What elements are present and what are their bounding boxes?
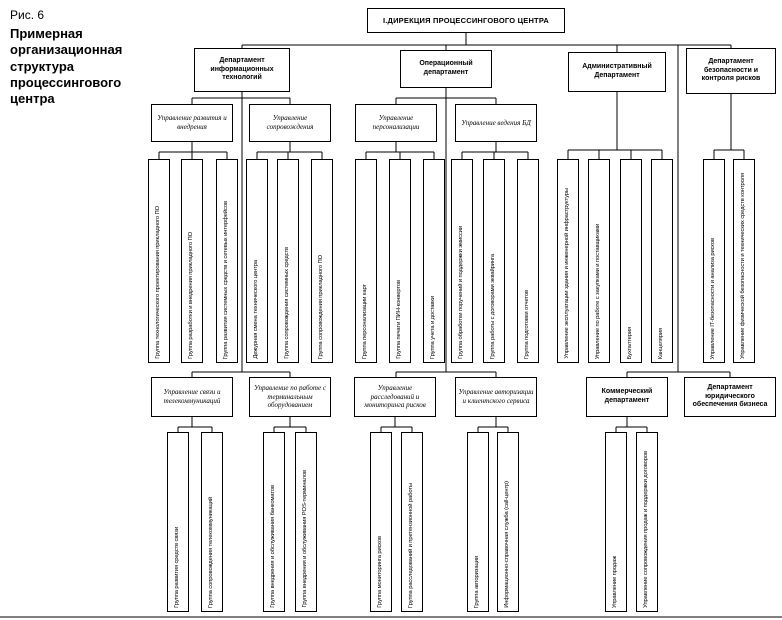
node-group-comm-dev-label: Группа развития средств связи (174, 527, 181, 608)
node-upr-it-security: Управление IT-безопасности и анализа рис… (703, 159, 725, 363)
node-group-app-support-label: Группа сопровождения прикладного ПО (318, 254, 325, 359)
node-group-pos: Группа внедрения и обслуживания POS-терм… (295, 432, 317, 612)
node-group-orders-emission-label: Группа обработки поручений и поддержки э… (458, 226, 465, 359)
node-upr-it-security-label: Управление IT-безопасности и анализа рис… (710, 237, 717, 359)
figure-title: Примерная организационная структура проц… (10, 26, 123, 106)
node-accounting-label: Бухгалтерия (627, 326, 634, 359)
node-group-it-dev-label: Группа разработки и внедрения прикладног… (188, 232, 195, 359)
node-dept-administrative: Административный Департамент (568, 52, 666, 92)
node-group-orders-emission: Группа обработки поручений и поддержки э… (451, 159, 473, 363)
node-group-it-design-label: Группа технологического проектирования п… (155, 206, 162, 359)
node-group-it-system-label: Группа развития системных средств и сете… (223, 200, 230, 359)
node-group-call-center-label: Информационно-справочная служба (call-це… (504, 481, 511, 608)
node-upr-sales: Управление продаж (605, 432, 627, 612)
node-group-app-support: Группа сопровождения прикладного ПО (311, 159, 333, 363)
node-group-comm-dev: Группа развития средств связи (167, 432, 189, 612)
node-upr-investigations: Управление расследований и мониторинга р… (354, 377, 436, 417)
node-group-claims: Группа расследований и претензионной раб… (401, 432, 423, 612)
node-group-reports: Группа подготовки отчетов (517, 159, 539, 363)
node-upr-personalization: Управление персонализации (355, 104, 437, 142)
node-group-authorization-label: Группа авторизации (474, 555, 481, 608)
node-dept-security: Департамент безопасности и контроля риск… (686, 48, 776, 94)
node-upr-authorization: Управление авторизации и клиентского сер… (455, 377, 537, 417)
node-upr-telecom: Управление связи и телекоммуникаций (151, 377, 233, 417)
node-group-authorization: Группа авторизации (467, 432, 489, 612)
figure-number: Рис. 6 (10, 8, 45, 22)
node-dept-commercial: Коммерческий департамент (586, 377, 668, 417)
node-group-acquiring-contracts: Группа работы с договорами эквайринга (483, 159, 505, 363)
node-dept-legal: Департамент юридического обеспечения биз… (684, 377, 776, 417)
node-upr-database: Управление ведения БД (455, 104, 537, 142)
node-group-pos-label: Группа внедрения и обслуживания POS-терм… (302, 470, 309, 608)
node-upr-physical-security: Управление физической безопасности и тех… (733, 159, 755, 363)
node-group-pin-print: Группа печати ПИН-конвертов (389, 159, 411, 363)
node-upr-procurement: Управление по работе с закупками и поста… (588, 159, 610, 363)
node-group-delivery: Группа учета и доставки (423, 159, 445, 363)
node-upr-building-label: Управление эксплуатации здания и инженер… (564, 188, 571, 359)
node-upr-support: Управление сопровождения (249, 104, 331, 142)
node-group-reports-label: Группа подготовки отчетов (524, 289, 531, 359)
node-group-it-dev: Группа разработки и внедрения прикладног… (181, 159, 203, 363)
node-group-atm-label: Группа внедрения и обслуживания банкомат… (270, 485, 277, 608)
node-group-sys-support-label: Группа сопровождения системных средств (284, 247, 291, 359)
node-group-call-center: Информационно-справочная служба (call-це… (497, 432, 519, 612)
node-upr-sales-support: Управление сопровождения продаж и поддер… (636, 432, 658, 612)
node-chancery-label: Канцелярия (658, 327, 665, 359)
node-group-it-system: Группа развития системных средств и сете… (216, 159, 238, 363)
node-upr-building: Управление эксплуатации здания и инженер… (557, 159, 579, 363)
node-group-sys-support: Группа сопровождения системных средств (277, 159, 299, 363)
node-group-delivery-label: Группа учета и доставки (430, 295, 437, 359)
node-chancery: Канцелярия (651, 159, 673, 363)
node-group-duty-shift: Дежурная смена технического центра (246, 159, 268, 363)
node-dept-it: Департамент информационных технологий (194, 48, 290, 92)
node-group-telecom-support: Группа сопровождения телекоммуникаций (201, 432, 223, 612)
node-group-risk-monitoring-label: Группа мониторинга рисков (377, 536, 384, 608)
node-group-claims-label: Группа расследований и претензионной раб… (408, 482, 415, 608)
node-upr-procurement-label: Управление по работе с закупками и поста… (595, 223, 602, 359)
node-dept-operations: Операционный департамент (400, 50, 492, 88)
node-upr-sales-label: Управление продаж (612, 555, 619, 608)
node-group-telecom-support-label: Группа сопровождения телекоммуникаций (208, 496, 215, 608)
node-direction: I.ДИРЕКЦИЯ ПРОЦЕССИНГОВОГО ЦЕНТРА (367, 8, 565, 33)
node-group-pin-print-label: Группа печати ПИН-конвертов (396, 280, 403, 359)
node-upr-physical-security-label: Управление физической безопасности и тех… (740, 173, 747, 359)
node-group-atm: Группа внедрения и обслуживания банкомат… (263, 432, 285, 612)
node-upr-terminal: Управление по работе с терминальным обор… (249, 377, 331, 417)
node-group-duty-shift-label: Дежурная смена технического центра (253, 260, 260, 359)
node-group-risk-monitoring: Группа мониторинга рисков (370, 432, 392, 612)
node-group-card-personalization: Группа персонализации карт (355, 159, 377, 363)
node-accounting: Бухгалтерия (620, 159, 642, 363)
node-group-card-personalization-label: Группа персонализации карт (362, 283, 369, 359)
node-group-acquiring-contracts-label: Группа работы с договорами эквайринга (490, 253, 497, 359)
node-upr-development: Управление развития и внедрения (151, 104, 233, 142)
node-group-it-design: Группа технологического проектирования п… (148, 159, 170, 363)
node-upr-sales-support-label: Управление сопровождения продаж и поддер… (643, 451, 650, 608)
